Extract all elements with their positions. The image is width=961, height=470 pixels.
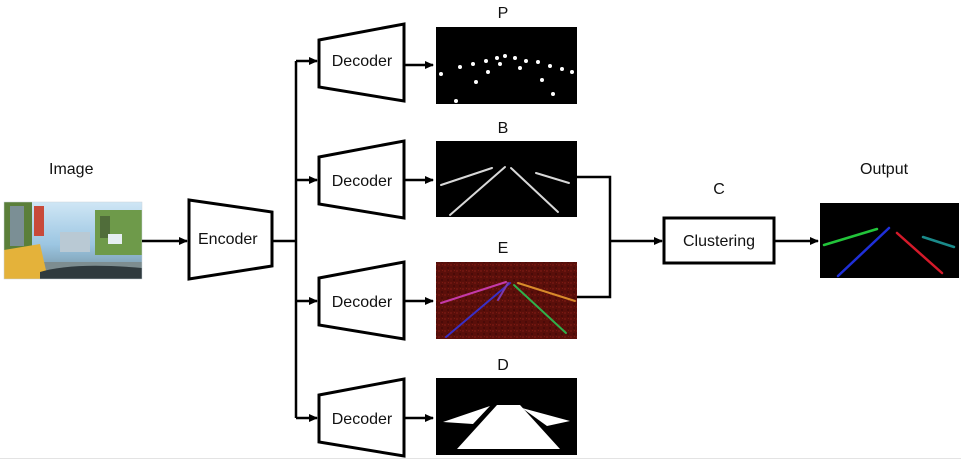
decoder-block-b	[317, 139, 406, 220]
encoder-label: Encoder	[198, 231, 258, 248]
binary-lane-panel	[436, 141, 577, 217]
decoder-label-e: Decoder	[332, 294, 393, 311]
input-image	[3, 201, 143, 280]
branch-label-p: P	[498, 5, 509, 22]
branch-label-e: E	[498, 240, 509, 257]
image-label: Image	[49, 161, 94, 178]
decoder-block-p	[317, 22, 406, 103]
lane-output-panel	[820, 203, 959, 278]
decoder-label-d: Decoder	[332, 411, 393, 428]
decoder-label-p: Decoder	[332, 53, 393, 70]
bottom-divider	[0, 458, 961, 459]
branch-label-d: D	[497, 357, 509, 374]
branch-label-b: B	[498, 120, 509, 137]
decoder-block-d	[317, 377, 406, 458]
encoder-block	[187, 198, 274, 281]
clustering-label: Clustering	[683, 233, 755, 250]
merge-line-e	[577, 241, 612, 299]
point-map-panel	[436, 27, 577, 104]
embedding-panel	[436, 262, 577, 339]
cluster-label-c: C	[713, 181, 725, 198]
output-label: Output	[860, 161, 909, 178]
decoder-block-e	[317, 260, 406, 341]
drivable-area-panel	[436, 378, 577, 455]
decoder-label-b: Decoder	[332, 173, 393, 190]
merge-line-b	[577, 175, 612, 241]
